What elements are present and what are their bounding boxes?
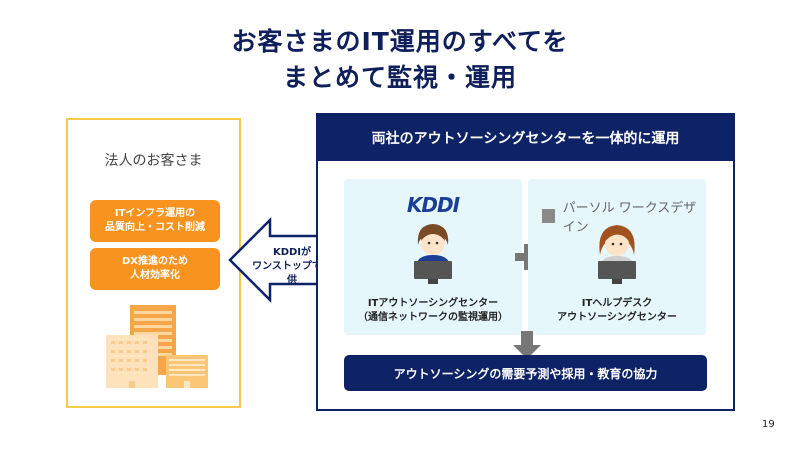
persol-panel: パーソル ワークスデザイン ITヘルプデスク アウトソーシングセンター <box>528 179 706 335</box>
kddi-caption-line1: ITアウトソーシングセンター <box>367 298 499 309</box>
office-buildings-icon <box>106 305 208 388</box>
kddi-panel: KDDI ITアウトソーシングセンター （通信ネットワークの監視運用） <box>344 179 522 335</box>
operator-male-icon <box>414 224 452 284</box>
arrow-label-line2: ワンストップで提供 <box>252 261 332 286</box>
operations-header: 両社のアウトソーシングセンターを一体的に運用 <box>318 115 733 161</box>
benefit-line: DX推進のため <box>121 256 188 267</box>
benefit-line: ITインフラ運用の <box>114 208 196 219</box>
slide-title-line2: まとめて監視・運用 <box>282 63 517 92</box>
arrow-label: KDDIが ワンストップで提供 <box>252 246 332 288</box>
benefit-dx-efficiency: DX推進のため 人材効率化 <box>90 248 220 290</box>
page-number: 19 <box>762 419 775 430</box>
kddi-caption-line2: （通信ネットワークの監視運用） <box>358 312 508 323</box>
slide-title: お客さまのIT運用のすべてを まとめて監視・運用 <box>0 24 800 96</box>
customer-box: 法人のお客さま ITインフラ運用の 品質向上・コスト削減 DX推進のため 人材効… <box>66 118 241 408</box>
kddi-logo: KDDI <box>406 193 460 217</box>
persol-mark-icon <box>542 209 555 223</box>
persol-logo-text: パーソル ワークスデザイン <box>562 201 697 235</box>
benefit-quality-cost: ITインフラ運用の 品質向上・コスト削減 <box>90 200 220 242</box>
persol-caption-line1: ITヘルプデスク <box>581 298 653 309</box>
customer-heading: 法人のお客さま <box>104 153 203 169</box>
operator-female-icon <box>598 225 636 284</box>
persol-caption: ITヘルプデスク アウトソーシングセンター <box>528 297 706 325</box>
cooperation-bar: アウトソーシングの需要予測や採用・教育の協力 <box>344 355 707 391</box>
arrow-label-line1: KDDIが <box>272 247 312 258</box>
down-arrow-icon <box>513 331 541 359</box>
kddi-caption: ITアウトソーシングセンター （通信ネットワークの監視運用） <box>344 297 522 325</box>
persol-caption-line2: アウトソーシングセンター <box>557 312 677 323</box>
slide-title-line1: お客さまのIT運用のすべてを <box>231 27 569 56</box>
operations-box: 両社のアウトソーシングセンターを一体的に運用 KDDI ITアウトソーシングセン… <box>316 113 735 411</box>
persol-logo: パーソル ワークスデザイン <box>542 197 706 235</box>
benefit-line: 品質向上・コスト削減 <box>105 222 205 233</box>
benefit-line: 人材効率化 <box>130 270 180 281</box>
